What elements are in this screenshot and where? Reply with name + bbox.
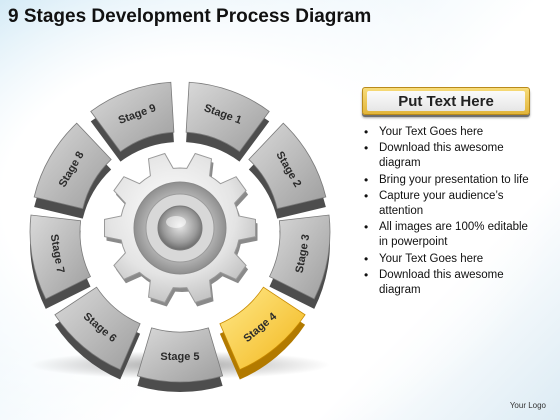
stage-segment-1: Stage 1 bbox=[185, 81, 270, 162]
segment-face bbox=[248, 122, 327, 210]
segment-face bbox=[90, 81, 175, 153]
stage-segment-4: Stage 4 bbox=[219, 286, 306, 380]
page-title: 9 Stages Development Process Diagram bbox=[8, 6, 372, 27]
bullet-item: All images are 100% editable in powerpoi… bbox=[362, 220, 538, 250]
bullet-list: Your Text Goes here Download this awesom… bbox=[362, 125, 538, 299]
stage-segment-6: Stage 6 bbox=[54, 286, 141, 380]
stage-label-5: Stage 5 bbox=[160, 351, 199, 363]
gear-highlight bbox=[166, 216, 186, 228]
bullet-item: Capture your audience’s attention bbox=[362, 189, 538, 219]
header-inner bbox=[367, 91, 525, 111]
text-panel-title: Put Text Here bbox=[398, 92, 494, 110]
bullet-item: Your Text Goes here bbox=[362, 125, 538, 140]
segment-face bbox=[29, 214, 92, 300]
bullet-item: Download this awesome diagram bbox=[362, 141, 538, 171]
stage-segment-9: Stage 9 bbox=[90, 81, 175, 162]
stage-segment-7: Stage 7 bbox=[29, 214, 92, 309]
segment-face bbox=[185, 81, 270, 153]
gear-hole bbox=[157, 205, 203, 251]
text-panel-header: Put Text Here bbox=[362, 87, 530, 115]
segment-face bbox=[219, 286, 306, 371]
logo-placeholder: Your Logo bbox=[509, 401, 546, 410]
stage-segment-5: Stage 5 bbox=[136, 327, 224, 392]
stage-segment-2: Stage 2 bbox=[248, 122, 327, 219]
gear-icon bbox=[104, 152, 258, 307]
segment-face bbox=[33, 122, 112, 210]
segment-face bbox=[268, 214, 331, 300]
bullet-item: Your Text Goes here bbox=[362, 252, 538, 267]
stage-segment-8: Stage 8 bbox=[33, 122, 112, 219]
bullet-item: Bring your presentation to life bbox=[362, 173, 538, 188]
segment-face bbox=[54, 286, 141, 371]
bullet-item: Download this awesome diagram bbox=[362, 268, 538, 298]
stage-segment-3: Stage 3 bbox=[268, 214, 331, 309]
segment-face bbox=[136, 327, 224, 383]
